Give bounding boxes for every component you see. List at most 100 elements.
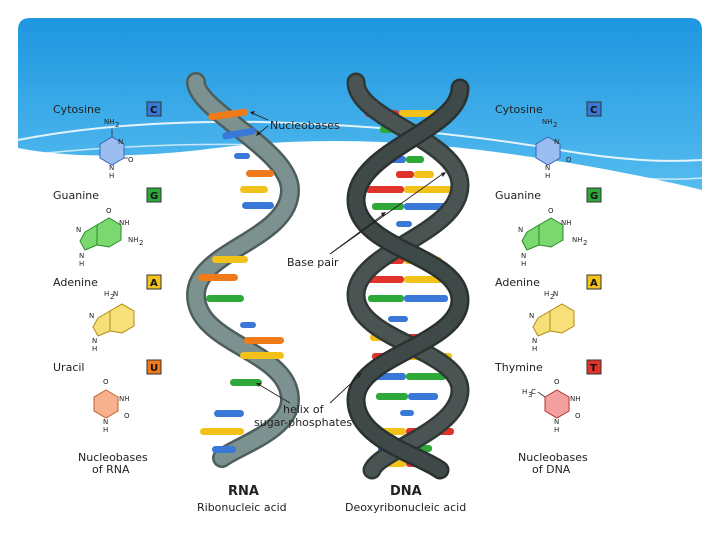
dna-subtitle: Deoxyribonucleic acid [345, 501, 466, 514]
svg-text:O: O [548, 207, 554, 215]
base-letter: A [150, 278, 158, 289]
svg-text:O: O [575, 412, 581, 420]
svg-text:H: H [79, 260, 84, 268]
svg-text:NH: NH [570, 395, 581, 403]
svg-text:N: N [532, 337, 537, 345]
svg-text:N: N [554, 138, 559, 146]
svg-text:N: N [518, 226, 523, 234]
adenine-badge [586, 274, 602, 290]
rna-panel-caption-line2: of RNA [92, 463, 130, 476]
adenine-ring-five [92, 310, 111, 337]
svg-text:O: O [128, 156, 134, 164]
svg-text:N: N [92, 337, 97, 345]
base-name: Cytosine [53, 103, 101, 116]
adenine-ring-six [549, 303, 575, 334]
base-name: Adenine [53, 276, 98, 289]
dna-backbone-strand-2 [348, 81, 468, 477]
svg-text:N: N [109, 164, 114, 172]
svg-text:O: O [554, 378, 560, 386]
base-name: Cytosine [495, 103, 543, 116]
cytosine-badge [586, 101, 602, 117]
uracil-ring [93, 389, 119, 419]
svg-text:N: N [79, 252, 84, 260]
svg-text:N: N [545, 164, 550, 172]
guanine-ring-six [96, 217, 122, 248]
adenine-badge [146, 274, 162, 290]
cytosine-badge [146, 101, 162, 117]
svg-text:3: 3 [528, 391, 532, 399]
rna-title: RNA [228, 484, 259, 499]
svg-text:H: H [521, 260, 526, 268]
guanine-badge [146, 187, 162, 203]
svg-text:O: O [103, 378, 109, 386]
callout-nucleobases: Nucleobases [270, 119, 340, 132]
strand-titles: RNA Ribonucleic acid DNA Deoxyribonuclei… [197, 484, 466, 514]
svg-text:NH: NH [542, 118, 553, 126]
svg-text:N: N [553, 290, 558, 298]
svg-text:N: N [113, 290, 118, 298]
dna-title: DNA [390, 484, 422, 499]
base-letter: A [590, 278, 598, 289]
callout-base-pair: Base pair [287, 256, 339, 269]
uracil-badge [146, 359, 162, 375]
dna-panel-caption-line1: Nucleobases [518, 451, 588, 464]
base-letter: C [150, 105, 157, 116]
base-name: Adenine [495, 276, 540, 289]
rna-subtitle: Ribonucleic acid [197, 501, 287, 514]
svg-text:2: 2 [115, 121, 119, 129]
dna-panel-caption-line2: of DNA [532, 463, 571, 476]
svg-text:H: H [103, 426, 108, 434]
svg-text:N: N [554, 418, 559, 426]
base-name: Thymine [494, 361, 543, 374]
svg-text:N: N [76, 226, 81, 234]
svg-text:H: H [92, 345, 97, 353]
svg-text:NH: NH [561, 219, 572, 227]
adenine-ring-five [532, 310, 551, 337]
svg-text:NH: NH [572, 236, 583, 244]
svg-text:2: 2 [553, 121, 557, 129]
rna-backbone [188, 74, 298, 466]
dna-backbone-strand-1 [348, 75, 468, 477]
cytosine-ring [99, 136, 125, 166]
guanine-ring-five [521, 224, 540, 251]
callout-helix-line1: helix of [283, 403, 325, 416]
svg-text:2: 2 [583, 239, 587, 247]
rna-panel-caption-line1: Nucleobases [78, 451, 148, 464]
thymine-ring [544, 389, 570, 419]
adenine-ring-six [109, 303, 135, 334]
svg-text:NH: NH [104, 118, 115, 126]
svg-text:NH: NH [119, 219, 130, 227]
svg-text:N: N [103, 418, 108, 426]
rna-uracil-entry: Uracil U O NH O N H [53, 359, 162, 434]
svg-text:N: N [521, 252, 526, 260]
cytosine-ring [535, 136, 561, 166]
guanine-ring-six [538, 217, 564, 248]
svg-text:O: O [124, 412, 130, 420]
base-letter: U [150, 363, 158, 374]
base-name: Uracil [53, 361, 84, 374]
svg-text:NH: NH [128, 236, 139, 244]
svg-text:H: H [109, 172, 114, 180]
rna-nucleobases [198, 108, 284, 453]
svg-text:O: O [566, 156, 572, 164]
svg-text:2: 2 [110, 293, 114, 301]
svg-text:H: H [522, 388, 527, 396]
callouts: Nucleobases Base pair helix of sugar-pho… [250, 111, 446, 429]
svg-text:N: N [89, 312, 94, 320]
svg-text:H: H [104, 290, 109, 298]
svg-text:C: C [531, 388, 536, 396]
svg-text:2: 2 [139, 239, 143, 247]
guanine-badge [586, 187, 602, 203]
base-letter: T [590, 363, 597, 374]
svg-text:2: 2 [550, 293, 554, 301]
base-name: Guanine [53, 189, 99, 202]
